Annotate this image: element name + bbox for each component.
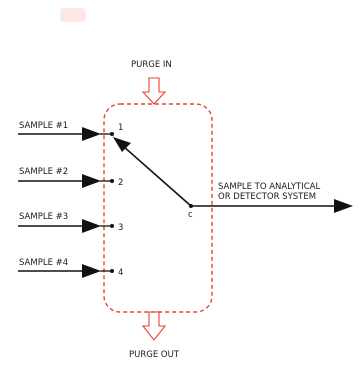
port-1-label: 1 bbox=[118, 123, 123, 133]
port-2-label: 2 bbox=[118, 178, 123, 188]
sample-1-label: SAMPLE #1 bbox=[19, 121, 68, 131]
common-port-label: c bbox=[188, 210, 193, 220]
rotor-arrowhead bbox=[113, 137, 131, 152]
output-label-line2: OR DETECTOR SYSTEM bbox=[218, 192, 316, 202]
purge-out-arrow bbox=[141, 311, 167, 341]
port-2-dot bbox=[110, 179, 114, 183]
valve-housing bbox=[103, 103, 213, 313]
sample-3-label: SAMPLE #3 bbox=[19, 212, 68, 222]
port-3-dot bbox=[110, 224, 114, 228]
output-arrowhead bbox=[334, 199, 353, 213]
sample-2-arrowhead bbox=[82, 174, 101, 188]
purge-in-arrow bbox=[141, 77, 167, 105]
artifact-blob bbox=[60, 8, 86, 22]
purge-out-label: PURGE OUT bbox=[129, 350, 180, 360]
port-4-label: 4 bbox=[118, 268, 123, 278]
sample-4-label: SAMPLE #4 bbox=[19, 258, 68, 268]
port-1-dot bbox=[110, 132, 114, 136]
port-3-label: 3 bbox=[118, 223, 123, 233]
sample-4-arrowhead bbox=[82, 264, 101, 278]
sample-3-arrowhead bbox=[82, 219, 101, 233]
sample-1-arrowhead bbox=[82, 127, 101, 141]
port-4-dot bbox=[110, 269, 114, 273]
sample-2-label: SAMPLE #2 bbox=[19, 167, 68, 177]
purge-in-label: PURGE IN bbox=[131, 60, 172, 70]
rotor-arm bbox=[122, 145, 192, 207]
output-label-line1: SAMPLE TO ANALYTICAL bbox=[218, 182, 320, 192]
